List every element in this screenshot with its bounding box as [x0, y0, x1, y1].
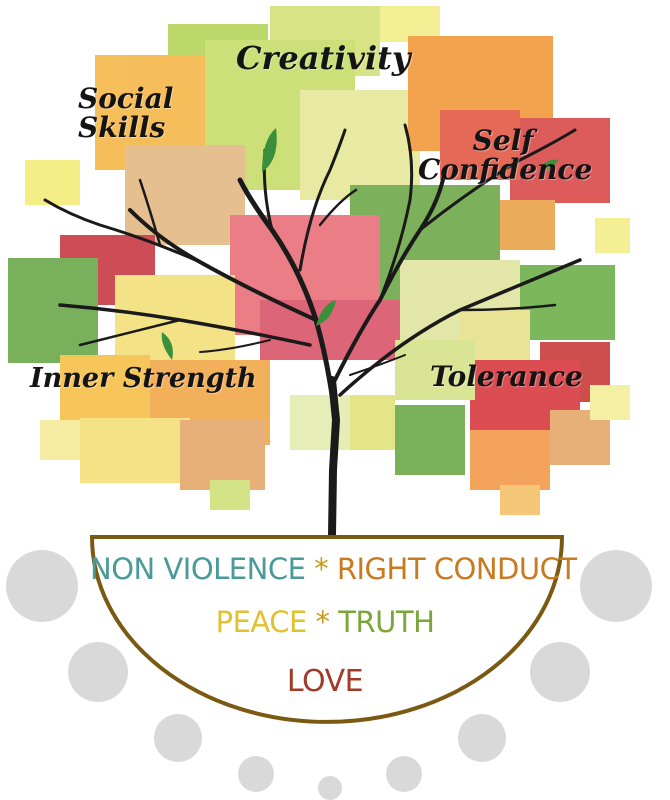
leaf-icon [540, 159, 558, 169]
canopy-square [520, 265, 615, 340]
canopy-square [395, 340, 475, 400]
label-inner-strength: Inner Strength [30, 363, 257, 394]
branch [318, 188, 358, 227]
dot [68, 642, 128, 702]
pot-bowl [89, 535, 565, 724]
virtue-separator: * [305, 552, 337, 586]
branch [458, 303, 557, 312]
label-tolerance: Tolerance [430, 360, 583, 393]
dot [580, 550, 652, 622]
branch [349, 354, 406, 376]
leaves [161, 128, 558, 360]
dot [530, 642, 590, 702]
dot [386, 756, 422, 792]
canopy-square [595, 218, 630, 253]
canopy-square [125, 145, 245, 245]
label-social-skills-line1: Social [78, 82, 174, 115]
virtue-non-violence: NON VIOLENCE [90, 552, 306, 586]
branch [138, 178, 162, 247]
decorative-dots [6, 550, 652, 800]
virtue-separator: * [306, 605, 339, 639]
canopy-square [500, 485, 540, 515]
tree-branches [43, 123, 582, 539]
branch [298, 128, 347, 272]
canopy-square [470, 430, 550, 490]
canopy-square [8, 258, 98, 363]
canopy-square [510, 118, 610, 203]
pot-row-1: NON VIOLENCE * RIGHT CONDUCT [90, 552, 577, 586]
canopy-square [210, 480, 250, 510]
canopy-square [180, 420, 265, 490]
canopy-square [80, 418, 190, 483]
dot [6, 550, 78, 622]
dot [318, 776, 342, 800]
canopy-square [395, 405, 465, 475]
dot [458, 714, 506, 762]
label-self-confidence: Self Confidence [418, 124, 592, 185]
dot [238, 756, 274, 792]
canopy-square [350, 395, 395, 450]
virtue-right-conduct: RIGHT CONDUCT [336, 552, 577, 586]
trunk [328, 376, 340, 539]
label-self-confidence-line2: Confidence [418, 153, 593, 187]
branch [237, 177, 335, 398]
label-social-skills-line2: Skills [78, 111, 166, 145]
leaf-icon [161, 332, 173, 360]
canopy-square [25, 160, 80, 205]
branch [418, 128, 577, 232]
virtue-peace: PEACE [215, 605, 308, 639]
dot [154, 714, 202, 762]
pot-row-2: PEACE * TRUTH [90, 605, 560, 639]
branch [333, 168, 447, 382]
label-social-skills: Social Skills [78, 84, 173, 143]
virtue-truth: TRUTH [338, 605, 435, 639]
leaf-icon [262, 128, 277, 172]
canopy-square [290, 395, 350, 450]
branch [43, 198, 202, 264]
pot-row-3: LOVE [90, 664, 560, 699]
canopy-square [500, 200, 555, 250]
label-self-confidence-line1: Self [472, 124, 534, 157]
label-creativity: Creativity [236, 39, 411, 77]
branch [78, 318, 182, 347]
canopy-square [40, 420, 80, 460]
canopy-square [300, 90, 420, 200]
leaf-icon [316, 300, 336, 326]
virtue-love: LOVE [286, 664, 364, 699]
canopy-square [590, 385, 630, 420]
canopy-square [60, 355, 150, 425]
branch [378, 123, 414, 302]
branch [199, 339, 271, 353]
